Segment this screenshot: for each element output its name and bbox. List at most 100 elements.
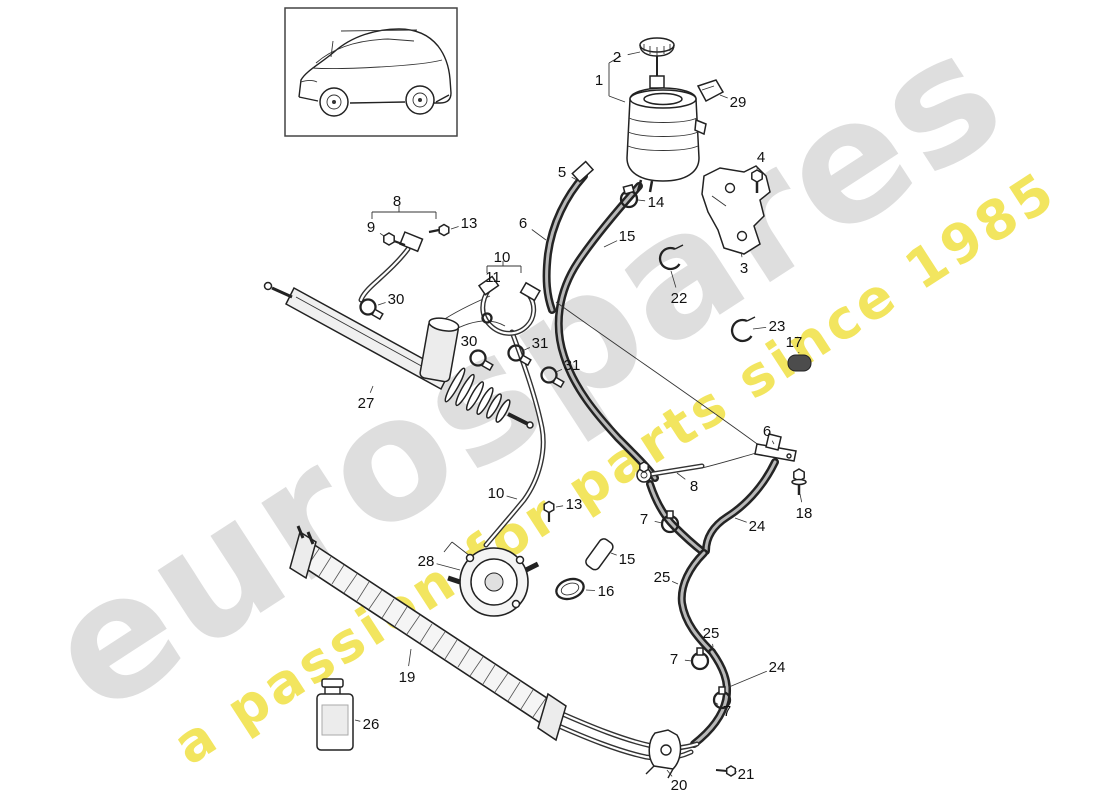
callout-22: 22 bbox=[671, 290, 688, 307]
bracket-3 bbox=[701, 165, 771, 255]
bolt-21 bbox=[715, 765, 737, 777]
hose-loop-11 bbox=[477, 275, 541, 336]
callout-21: 21 bbox=[738, 766, 755, 783]
callout-20: 20 bbox=[671, 777, 688, 794]
callout-6: 6 bbox=[519, 215, 527, 232]
callout-2: 2 bbox=[613, 49, 621, 66]
callout-6: 6 bbox=[763, 423, 771, 440]
callout-30-leader bbox=[475, 349, 478, 353]
fitting-5 bbox=[571, 160, 595, 183]
bolt-13-lower bbox=[543, 500, 555, 522]
pipe-10 bbox=[483, 329, 546, 548]
callout-13-leader bbox=[555, 505, 564, 508]
callout-25: 25 bbox=[654, 569, 671, 586]
clip-22 bbox=[658, 244, 684, 271]
callout-19: 19 bbox=[399, 669, 416, 686]
callout-30: 30 bbox=[388, 291, 405, 308]
callout-18-leader bbox=[799, 493, 803, 503]
bracket-20 bbox=[645, 729, 682, 779]
reservoir-cap bbox=[639, 37, 675, 89]
callout-14: 14 bbox=[648, 194, 665, 211]
callout-15-leader bbox=[603, 240, 618, 248]
callout-15: 15 bbox=[619, 228, 636, 245]
callout-1: 1 bbox=[595, 72, 603, 89]
callout-15-leader bbox=[610, 552, 617, 556]
vehicle-car-art bbox=[298, 28, 452, 117]
rack-tie-rod bbox=[271, 286, 293, 299]
callout-29: 29 bbox=[730, 94, 747, 111]
callout-29-leader bbox=[719, 94, 728, 99]
callout-28-leader bbox=[436, 563, 461, 571]
pipe-to-tee bbox=[555, 301, 765, 450]
callout-8: 8 bbox=[393, 193, 401, 210]
sleeve-15 bbox=[585, 538, 614, 571]
clamp-30-right bbox=[469, 349, 494, 372]
rack-bellows bbox=[444, 367, 511, 423]
callout-25: 25 bbox=[703, 625, 720, 642]
callout-24-leader bbox=[734, 517, 747, 523]
callout-4: 4 bbox=[757, 149, 765, 166]
callout-13: 13 bbox=[461, 215, 478, 232]
steering-rack-art bbox=[263, 281, 534, 429]
vehicle-thumbnail bbox=[284, 7, 458, 137]
reservoir-body bbox=[626, 87, 707, 193]
bolt-4 bbox=[751, 169, 763, 193]
callout-27-leader bbox=[369, 385, 374, 393]
callout-26-leader bbox=[354, 719, 361, 722]
callout-18: 18 bbox=[796, 505, 813, 522]
callout-6-leader bbox=[771, 440, 775, 445]
callout-7-leader bbox=[715, 702, 719, 705]
callout-31-leader bbox=[555, 369, 563, 373]
callout-13: 13 bbox=[566, 496, 583, 513]
callout-23-leader bbox=[752, 327, 767, 330]
banjo-fitting-8-right bbox=[636, 461, 652, 483]
callout-9-leader bbox=[379, 232, 385, 237]
rack-tip bbox=[507, 412, 529, 426]
callout-31-leader bbox=[521, 347, 531, 352]
callout-7-leader bbox=[684, 659, 693, 662]
clamp-30-left bbox=[359, 298, 384, 321]
callout-7: 7 bbox=[670, 651, 678, 668]
callout-17: 17 bbox=[786, 334, 803, 351]
callout-11: 11 bbox=[485, 269, 501, 286]
callout-25-leader bbox=[671, 581, 679, 585]
callout-24: 24 bbox=[769, 659, 786, 676]
callout-19-leader bbox=[408, 648, 412, 667]
rack-valve-housing bbox=[419, 317, 460, 383]
callout-23: 23 bbox=[769, 318, 786, 335]
clamp-14 bbox=[619, 183, 639, 209]
ear-clamp-7-c bbox=[712, 686, 732, 710]
reservoir-assembly-art bbox=[571, 37, 771, 255]
callout-24: 24 bbox=[749, 518, 766, 535]
callout-13-leader bbox=[450, 226, 459, 230]
callout-15: 15 bbox=[619, 551, 636, 568]
pump-art bbox=[443, 541, 540, 617]
callout-10-leader bbox=[506, 495, 518, 500]
hoses-art bbox=[439, 172, 779, 761]
ear-clamp-7-a bbox=[660, 510, 680, 534]
hose-15 bbox=[554, 182, 659, 482]
callout-24-leader bbox=[728, 670, 767, 688]
callout-3: 3 bbox=[740, 260, 748, 277]
small-parts-art bbox=[359, 244, 812, 710]
callout-31: 31 bbox=[564, 357, 581, 374]
clamp-16 bbox=[555, 577, 585, 601]
callout-16: 16 bbox=[598, 583, 615, 600]
callout-9: 9 bbox=[367, 219, 375, 236]
callout-16-leader bbox=[585, 589, 596, 591]
callout-22-leader bbox=[670, 270, 677, 288]
callout-14-leader bbox=[637, 199, 646, 202]
callout-4-leader bbox=[756, 167, 758, 170]
callout-8-leader bbox=[676, 472, 686, 480]
callout-2-leader bbox=[627, 51, 641, 56]
bolt-13-upper bbox=[428, 223, 450, 237]
clamp-31-a bbox=[507, 344, 532, 367]
fitting-8-union bbox=[399, 231, 424, 253]
vehicle-frame bbox=[284, 7, 458, 137]
callout-20-leader bbox=[666, 769, 673, 777]
cooler-end-right bbox=[537, 692, 567, 742]
callout-6-leader bbox=[531, 229, 547, 241]
callout-5-leader bbox=[571, 176, 578, 181]
